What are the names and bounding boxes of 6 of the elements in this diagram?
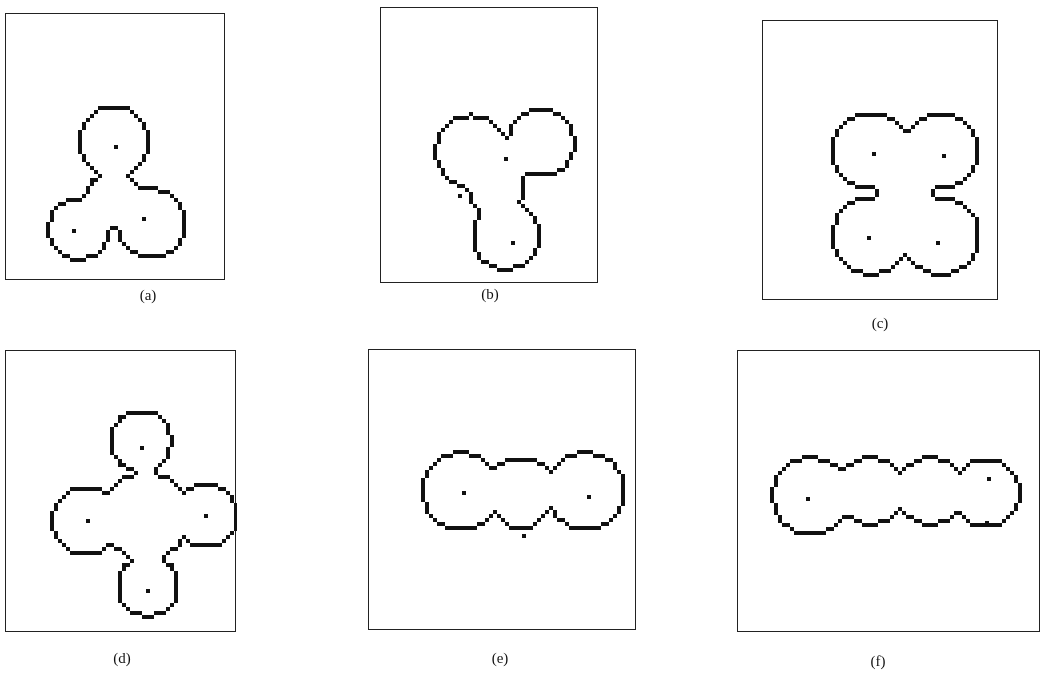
panel-caption: (e) <box>491 650 509 667</box>
panel-caption: (c) <box>871 315 889 332</box>
panel-caption: (a) <box>139 287 157 304</box>
panel-caption: (b) <box>481 286 499 303</box>
panel-caption: (d) <box>113 650 131 667</box>
panel-caption: (f) <box>870 653 886 670</box>
